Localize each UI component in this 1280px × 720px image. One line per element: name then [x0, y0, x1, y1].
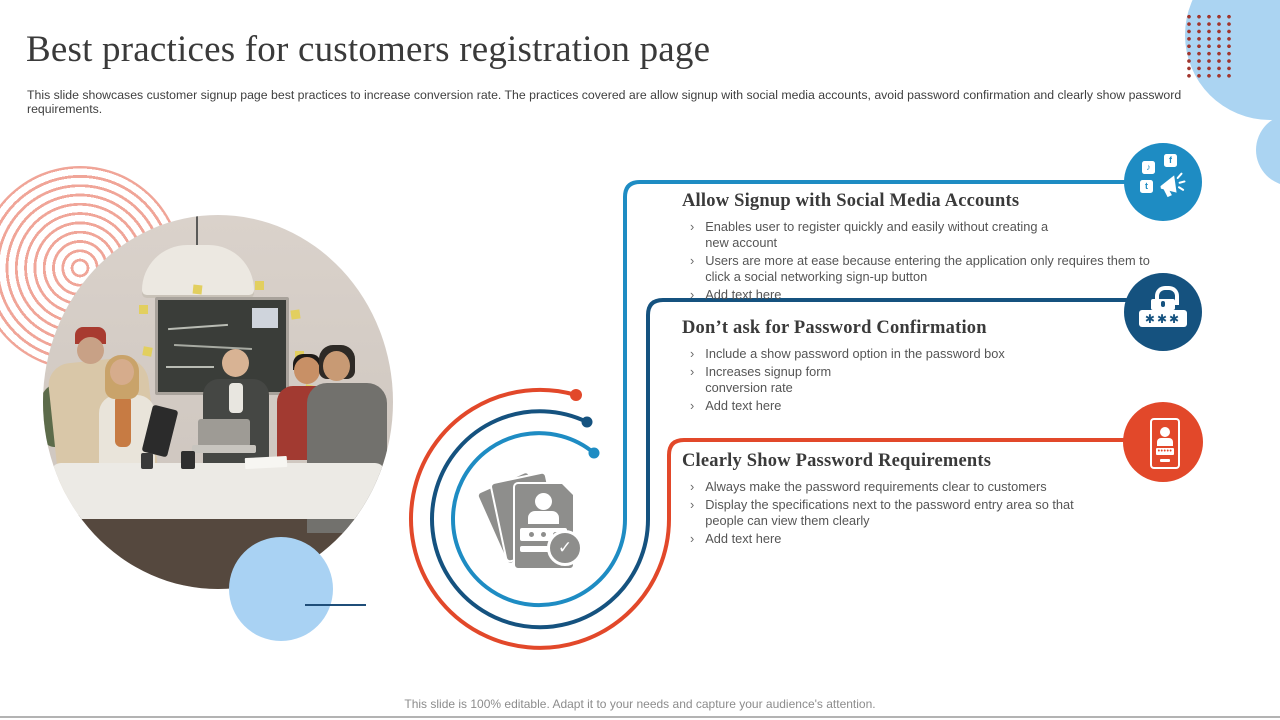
pale-blue-circle-decoration	[229, 537, 333, 641]
bullet-list: ›Enables user to register quickly and ea…	[682, 219, 1187, 303]
phone-password-icon: •••••	[1123, 402, 1203, 482]
bullet-marker: ›	[690, 364, 695, 379]
bullet-item: ›Always make the password requirements c…	[690, 479, 1047, 494]
phone-password-dots: •••••	[1156, 448, 1174, 455]
phone-home-bar	[1160, 459, 1170, 462]
lock-keyhole	[1161, 301, 1165, 307]
bullet-item: ›Enables user to register quickly and ea…	[690, 219, 1049, 250]
callout-social-signup: Allow Signup with Social Media Accounts …	[682, 191, 1187, 305]
bottom-divider	[0, 716, 1280, 718]
bullet-marker: ›	[690, 346, 695, 361]
callout-heading: Allow Signup with Social Media Accounts	[682, 191, 1020, 211]
bullet-marker: ›	[690, 531, 695, 546]
password-lock-icon: ✱✱✱	[1124, 273, 1202, 351]
facebook-icon: f	[1164, 154, 1177, 167]
social-media-icon: ♪ f t	[1124, 143, 1202, 221]
bullet-item: ›Increases signup form conversion rate	[690, 364, 832, 395]
bullet-item: ›Include a show password option in the p…	[690, 346, 1005, 361]
page-fold	[560, 482, 575, 497]
check-badge-icon: ✓	[547, 530, 583, 566]
twitter-icon: t	[1140, 180, 1153, 193]
bullet-marker: ›	[690, 479, 695, 494]
bullet-marker: ›	[690, 398, 695, 413]
person-head	[77, 337, 104, 364]
person-head	[323, 351, 350, 381]
connector-line-section2	[430, 298, 1128, 630]
megaphone-icon	[1160, 172, 1186, 198]
sticky-note	[139, 305, 148, 314]
bullet-list: ›Always make the password requirements c…	[682, 479, 1187, 547]
photo-lamp-cord	[196, 215, 198, 247]
bullet-item: ›Users are more at ease because entering…	[690, 253, 1150, 284]
bullet-item: ›Add text here	[690, 531, 782, 546]
person-head	[222, 349, 249, 377]
bullet-list: ›Include a show password option in the p…	[682, 346, 1187, 414]
dots-pattern	[1184, 13, 1232, 79]
callout-heading: Don’t ask for Password Confirmation	[682, 318, 987, 338]
photo-laptop	[198, 419, 250, 447]
bullet-marker: ›	[690, 497, 695, 512]
photo-blackboard	[155, 297, 289, 395]
line-end-dot	[570, 389, 582, 401]
footer-note: This slide is 100% editable. Adapt it to…	[404, 697, 876, 711]
bullet-item: ›Add text here	[690, 398, 782, 413]
sticky-note	[255, 281, 264, 290]
line-end-dot	[588, 447, 600, 459]
photo-cup	[141, 453, 153, 469]
person-head	[294, 357, 320, 384]
chalk-line	[166, 366, 214, 368]
bullet-item: ›Add text here	[690, 287, 782, 302]
bullet-marker: ›	[690, 287, 695, 302]
tiktok-icon: ♪	[1142, 161, 1155, 174]
photo-table	[51, 463, 385, 519]
callout-password-confirmation: Don’t ask for Password Confirmation ›Inc…	[682, 318, 1187, 416]
lock-shackle	[1155, 286, 1179, 305]
page-title: Best practices for customers registratio…	[26, 29, 711, 70]
phone-outline: •••••	[1150, 418, 1180, 469]
registration-id-card-icon: ✓	[475, 469, 599, 582]
board-note	[252, 308, 278, 328]
bullet-marker: ›	[690, 219, 695, 234]
callout-heading: Clearly Show Password Requirements	[682, 451, 992, 471]
text-line	[520, 546, 553, 552]
person-scarf	[115, 395, 131, 447]
avatar-shoulders	[528, 511, 559, 524]
slide-subtitle: This slide showcases customer signup pag…	[27, 88, 1182, 116]
photo-cup	[181, 451, 195, 469]
connector-line-section3	[409, 387, 1126, 650]
connector-line-section1	[451, 180, 1129, 608]
photo-laptop-base	[192, 445, 256, 453]
password-mask-field: ✱✱✱	[1139, 310, 1187, 327]
small-blue-line	[305, 604, 366, 606]
person-shirt	[229, 383, 243, 413]
callout-password-requirements: Clearly Show Password Requirements ›Alwa…	[682, 451, 1187, 549]
team-meeting-photo	[43, 215, 393, 589]
line-end-dot	[581, 416, 593, 428]
bullet-marker: ›	[690, 253, 695, 268]
person-head	[110, 359, 134, 385]
avatar-head	[535, 493, 552, 510]
avatar-head	[1160, 427, 1170, 437]
avatar-shoulders	[1157, 438, 1173, 446]
bullet-item: ›Display the specifications next to the …	[690, 497, 1074, 528]
